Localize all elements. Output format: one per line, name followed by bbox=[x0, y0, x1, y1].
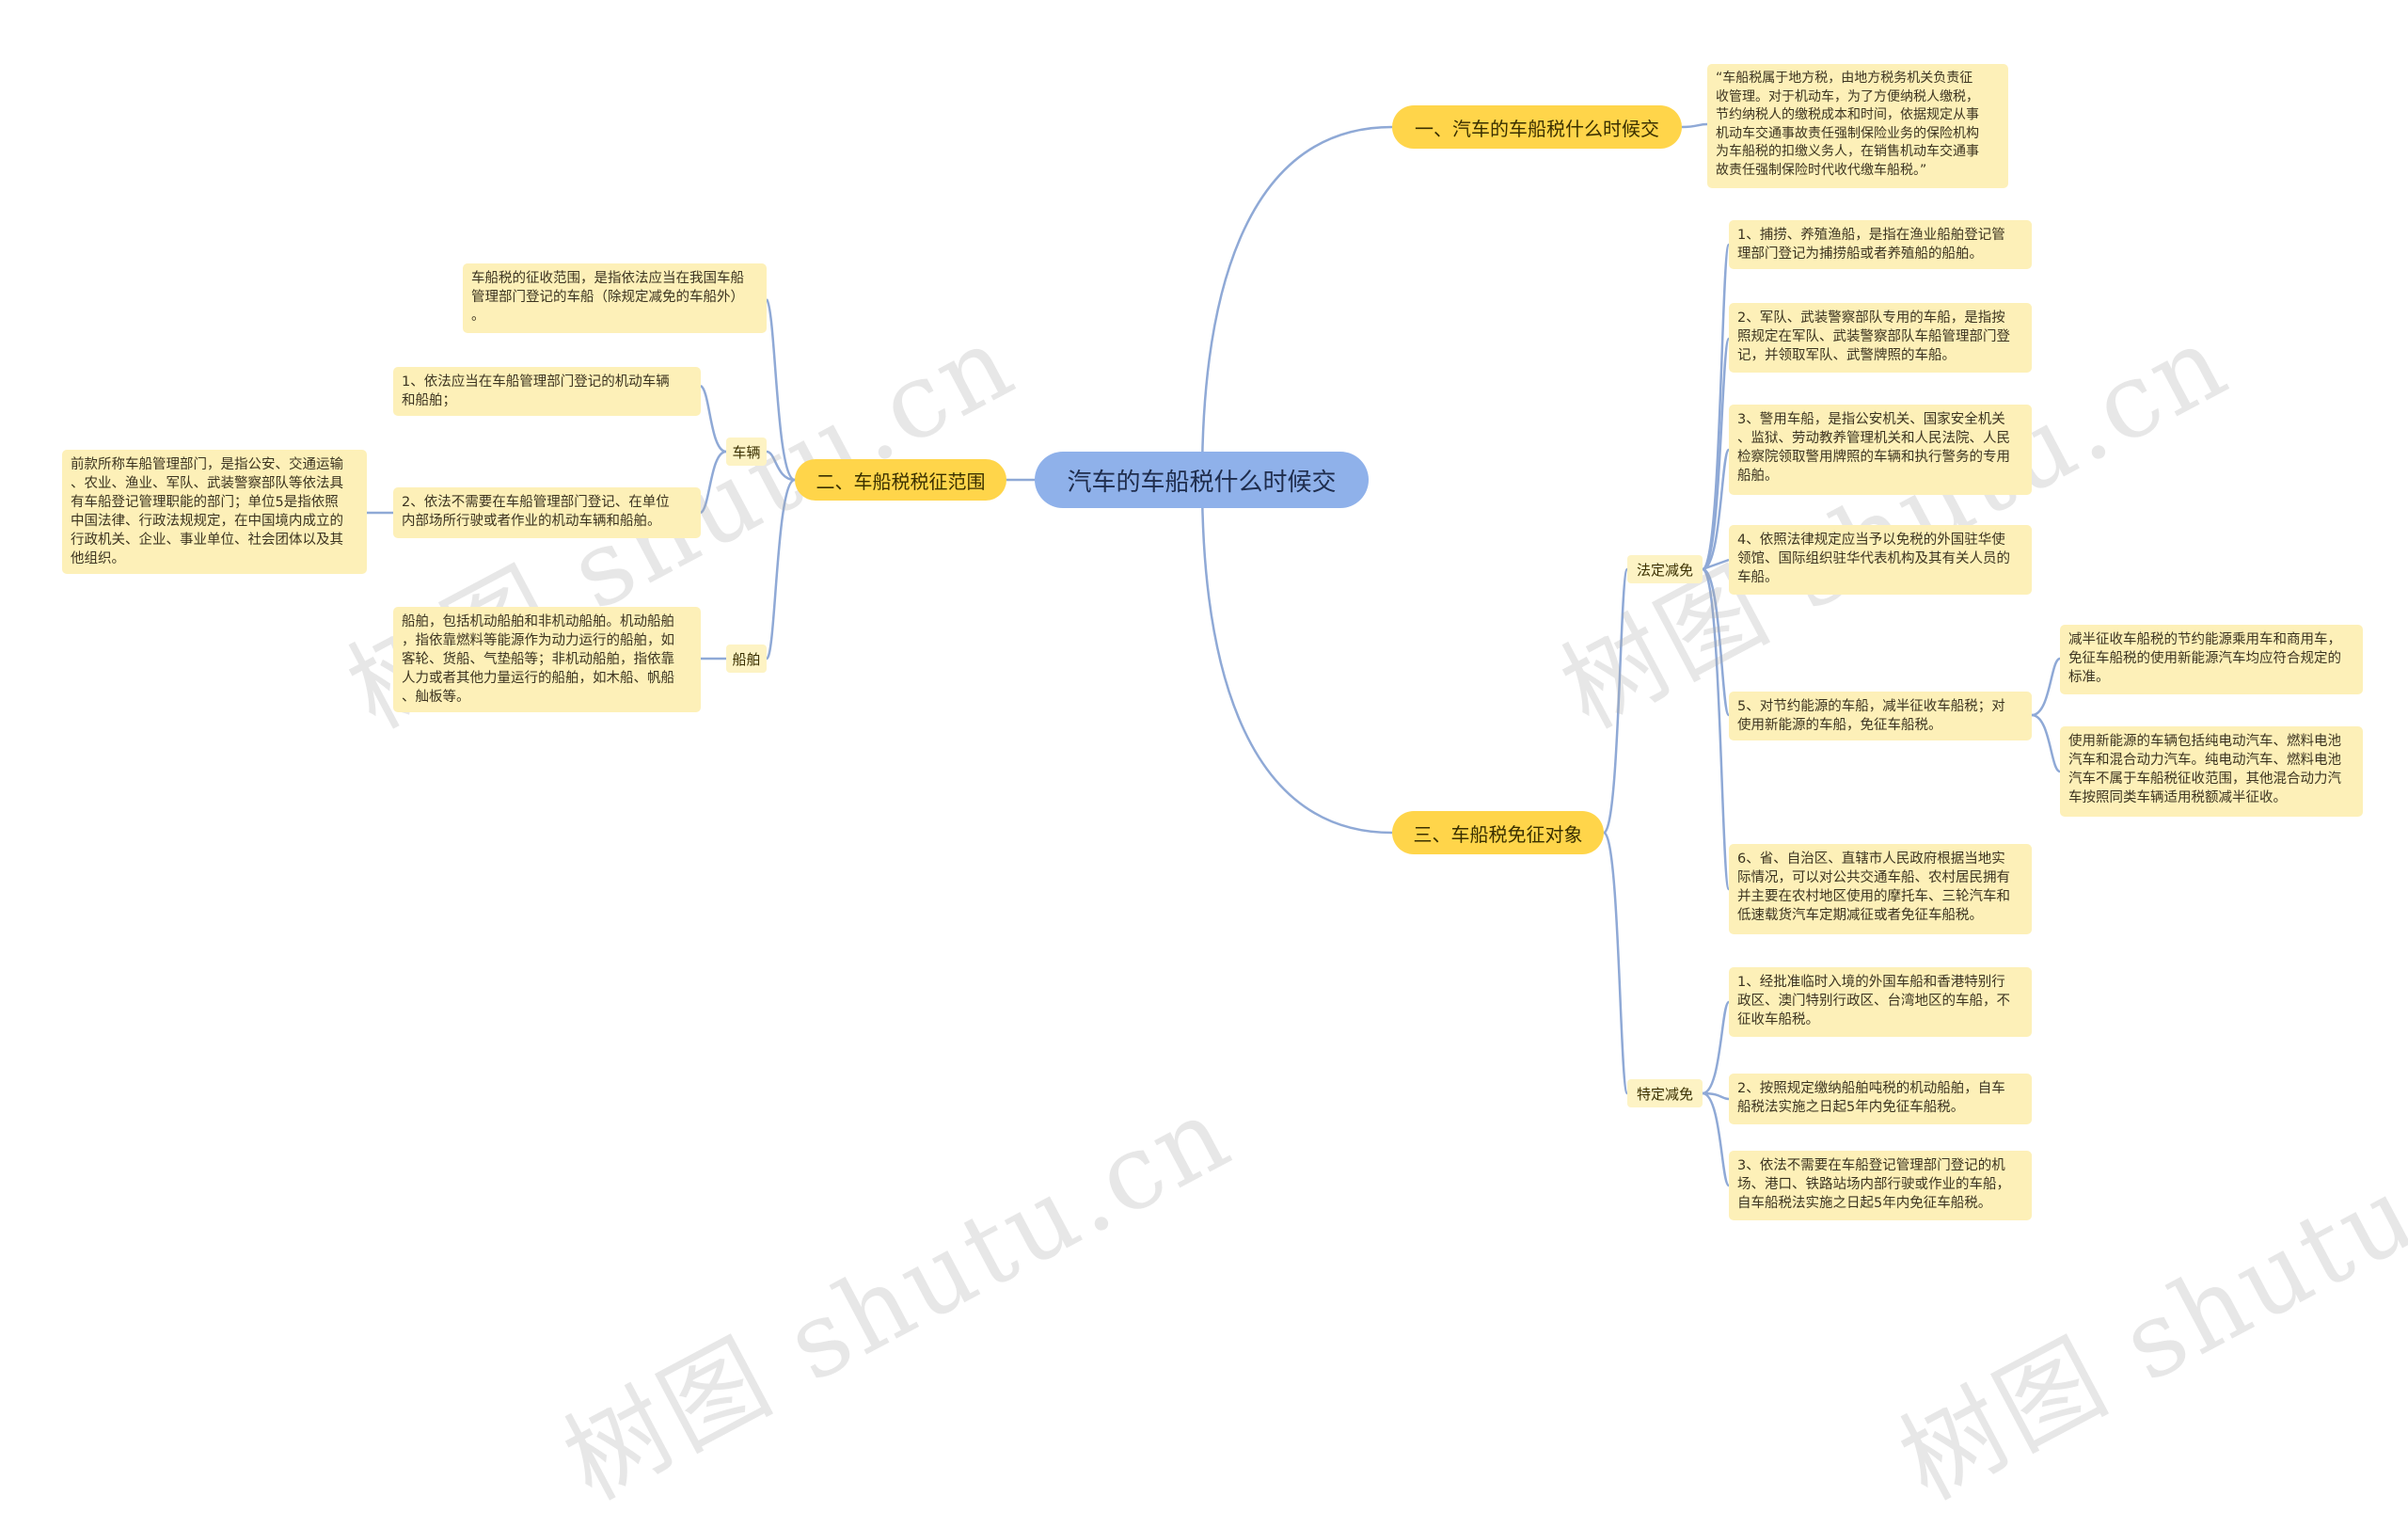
leaf-legal-4[interactable]: 4、依照法律规定应当予以免税的外国驻华使 领馆、国际组织驻华代表机构及其有关人员… bbox=[1729, 525, 2032, 595]
leaf-special-3[interactable]: 3、依法不需要在车船登记管理部门登记的机 场、港口、铁路站场内部行驶或作业的车船… bbox=[1729, 1151, 2032, 1220]
category-legal-exemption[interactable]: 法定减免 bbox=[1627, 555, 1703, 583]
leaf-vehicle-note[interactable]: 前款所称车船管理部门，是指公安、交通运输 、农业、渔业、军队、武装警察部队等依法… bbox=[62, 450, 367, 574]
link-energy bbox=[2031, 657, 2061, 717]
mindmap-canvas: 树图 shutu.cn 树图 shutu.cn 树图 shutu.cn 树图 s… bbox=[62, 64, 2408, 1522]
link-root-b3 bbox=[1200, 479, 1393, 835]
leaf-scope-intro[interactable]: 车船税的征收范围，是指依法应当在我国车船 管理部门登记的车船（除规定减免的车船外… bbox=[463, 263, 767, 333]
leaf-vehicle-item-2[interactable]: 2、依法不需要在车船管理部门登记、在单位 内部场所行驶或者作业的机动车辆和船舶。 bbox=[393, 487, 701, 538]
link-b1-leaf bbox=[1681, 122, 1708, 129]
connector-lines bbox=[367, 122, 2061, 1187]
link-vehicle-items bbox=[700, 384, 727, 454]
link-legal-bus bbox=[1701, 243, 1731, 571]
leaf-legal-2[interactable]: 2、军队、武装警察部队专用的车船，是指按 照规定在军队、武装警察部队车船管理部门… bbox=[1729, 303, 2032, 373]
leaf-when-to-pay-detail[interactable]: “车船税属于地方税，由地方税务机关负责征 收管理。对于机动车，为了方便纳税人缴税… bbox=[1707, 64, 2008, 188]
root-topic[interactable]: 汽车的车船税什么时候交 bbox=[1035, 452, 1369, 508]
leaf-ship-item[interactable]: 船舶，包括机动船舶和非机动船舶。机动船舶 ，指依靠燃料等能源作为动力运行的船舶，… bbox=[393, 607, 701, 712]
leaf-legal-1[interactable]: 1、捕捞、养殖渔船，是指在渔业船舶登记管 理部门登记为捕捞船或者养殖船的船舶。 bbox=[1729, 220, 2032, 269]
link-root-b1 bbox=[1200, 125, 1393, 481]
branch-exemptions[interactable]: 三、车船税免征对象 bbox=[1392, 811, 1604, 854]
category-special-exemption[interactable]: 特定减免 bbox=[1627, 1079, 1703, 1107]
link-b2-bus bbox=[765, 298, 796, 482]
link-b3-cats bbox=[1602, 567, 1629, 835]
category-ship[interactable]: 船舶 bbox=[726, 645, 767, 673]
link-special-bus bbox=[1702, 1000, 1731, 1095]
leaf-legal-5[interactable]: 5、对节约能源的车船，减半征收车船税；对 使用新能源的车船，免征车船税。 bbox=[1729, 692, 2032, 740]
leaf-special-1[interactable]: 1、经批准临时入境的外国车船和香港特别行 政区、澳门特别行政区、台湾地区的车船，… bbox=[1729, 967, 2032, 1037]
category-vehicle[interactable]: 车辆 bbox=[726, 438, 767, 466]
branch-when-to-pay[interactable]: 一、汽车的车船税什么时候交 bbox=[1392, 105, 1682, 149]
leaf-vehicle-item-1[interactable]: 1、依法应当在车船管理部门登记的机动车辆 和船舶； bbox=[393, 367, 701, 416]
leaf-energy-2[interactable]: 使用新能源的车辆包括纯电动汽车、燃料电池 汽车和混合动力汽车。纯电动汽车、燃料电… bbox=[2060, 726, 2363, 817]
leaf-energy-1[interactable]: 减半征收车船税的节约能源乘用车和商用车， 免征车船税的使用新能源汽车均应符合规定… bbox=[2060, 625, 2363, 694]
leaf-legal-3[interactable]: 3、警用车船，是指公安机关、国家安全机关 、监狱、劳动教养管理机关和人民法院、人… bbox=[1729, 405, 2032, 495]
leaf-legal-6[interactable]: 6、省、自治区、直辖市人民政府根据当地实 际情况，可以对公共交通车船、农村居民拥… bbox=[1729, 844, 2032, 934]
leaf-special-2[interactable]: 2、按照规定缴纳船舶吨税的机动船舶，自车 船税法实施之日起5年内免征车船税。 bbox=[1729, 1074, 2032, 1124]
branch-tax-scope[interactable]: 二、车船税税征范围 bbox=[795, 459, 1006, 501]
